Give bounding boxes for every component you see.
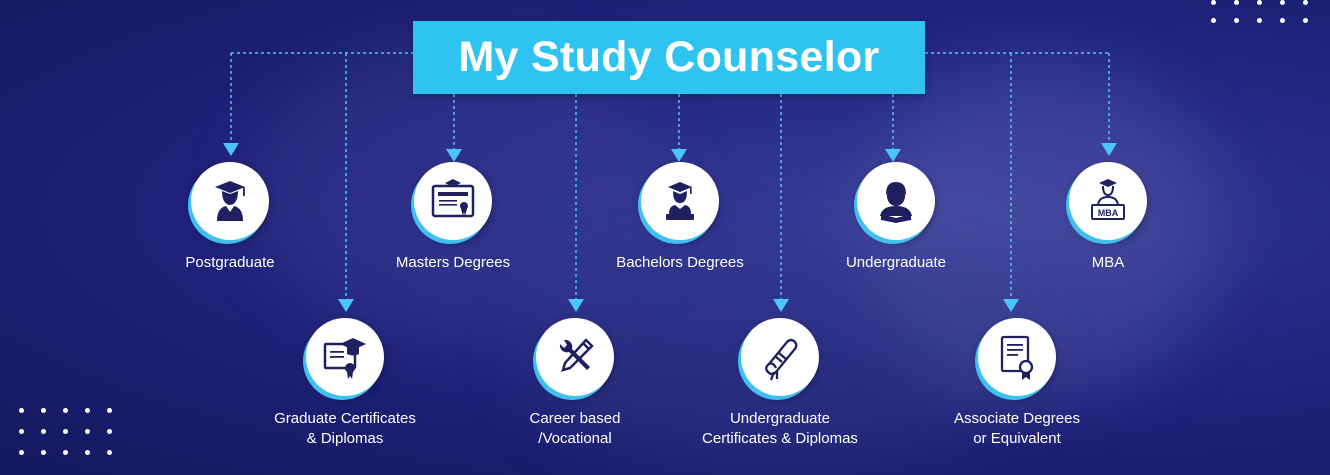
document-award-icon [978, 318, 1056, 396]
node-label: Masters Degrees [395, 254, 511, 271]
node-label-line2: & Diplomas [306, 430, 384, 447]
mba-icon: MBA [1069, 162, 1147, 240]
node-label: Undergraduate Certificates & Diplomas [680, 409, 880, 449]
mba-badge-text: MBA [1098, 208, 1119, 218]
page-title: My Study Counselor [458, 33, 880, 81]
node-label-line2: /Vocational [538, 430, 612, 447]
node-label: MBA [1091, 254, 1125, 271]
graduate-icon [191, 162, 269, 240]
node-label: Associate Degrees or Equivalent [917, 409, 1117, 449]
node-label: Graduate Certificates & Diplomas [245, 409, 445, 449]
masters-certificate-icon [414, 162, 492, 240]
node-label-line1: Undergraduate [729, 410, 831, 427]
tools-icon [536, 318, 614, 396]
certificate-cap-icon [306, 318, 384, 396]
node-label-line1: Associate Degrees [954, 410, 1080, 427]
node-label: Undergraduate [845, 254, 947, 271]
node-label: Bachelors Degrees [616, 254, 744, 271]
node-label-line1: Graduate Certificates [274, 410, 416, 427]
student-book-icon [857, 162, 935, 240]
decorative-dots-bottom-left [19, 408, 112, 455]
node-label: Postgraduate [185, 254, 275, 271]
node-label-line2: Certificates & Diplomas [702, 430, 858, 447]
node-label: Career based /Vocational [475, 409, 675, 449]
node-label-line1: Career based [529, 410, 621, 427]
node-label-line2: or Equivalent [973, 430, 1061, 447]
diploma-scroll-icon [741, 318, 819, 396]
title-banner: My Study Counselor [413, 21, 925, 94]
graduate-reading-icon [641, 162, 719, 240]
decorative-dots-top-right [1211, 0, 1308, 23]
